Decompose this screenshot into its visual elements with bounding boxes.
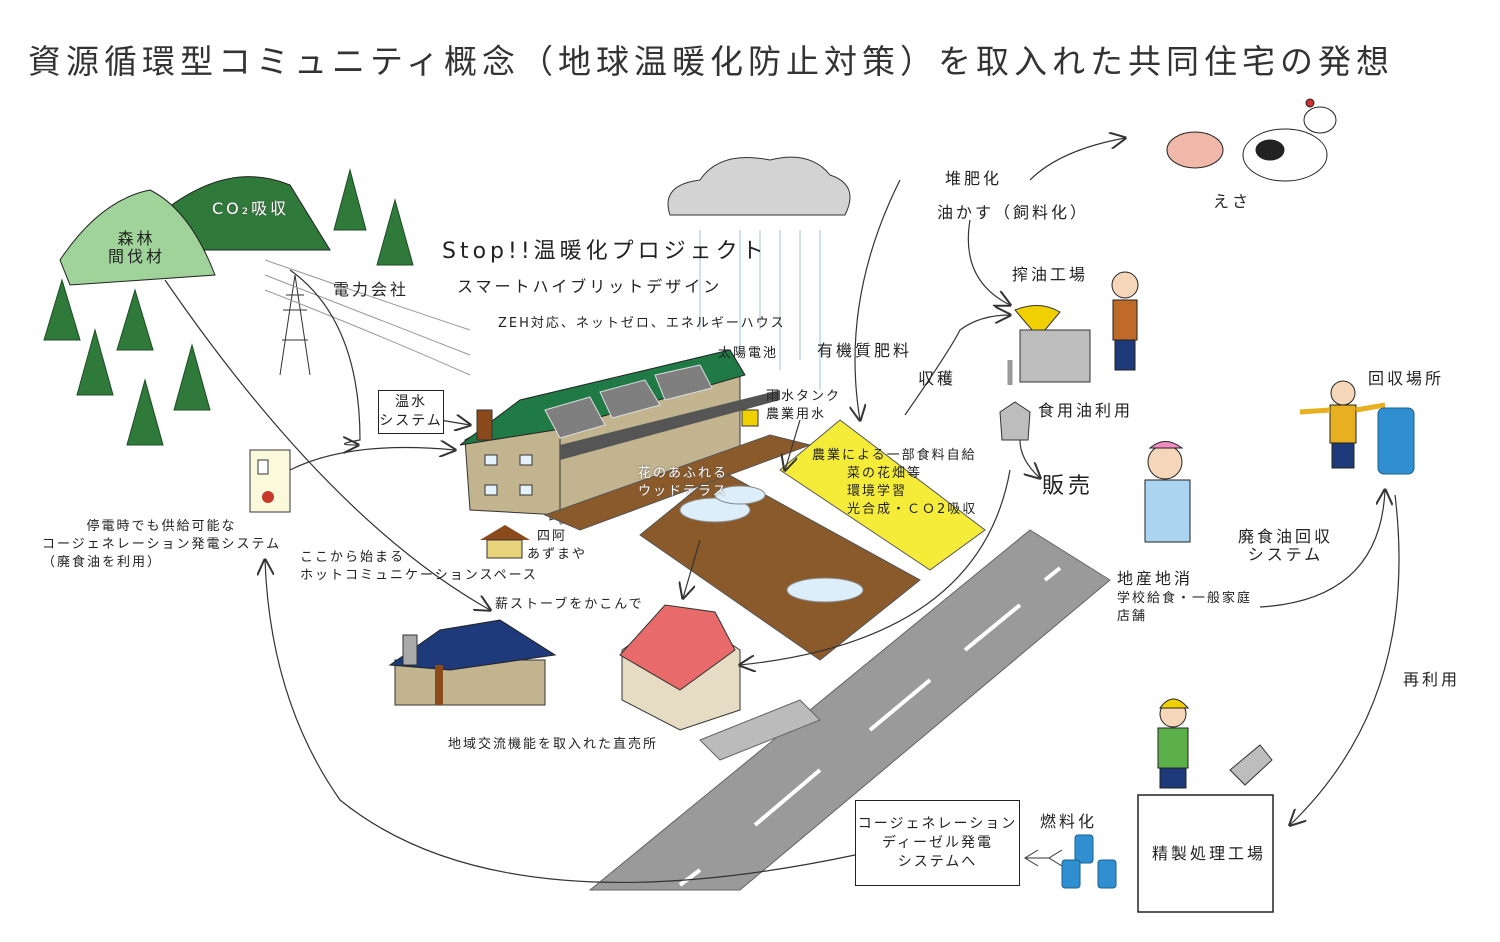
label-direct-store: 地域交流機能を取入れた直売所 <box>448 737 659 752</box>
label-fuelization: 燃料化 <box>1040 812 1098 831</box>
label-forest: 森林間伐材 <box>108 229 166 266</box>
label-field-notes: 菜の花畑等環境学習光合成・ＣＯ2吸収 <box>847 466 978 517</box>
label-community-space: ここから始まるホットコミュニケーションスペース <box>300 550 538 583</box>
gazebo <box>480 525 530 559</box>
mountain-light <box>59 189 216 286</box>
label-sales: 販売 <box>1042 474 1095 499</box>
refinery-box <box>1137 794 1274 913</box>
label-rain-tank: 雨水タンク農業用水 <box>766 389 842 422</box>
project-tagline: ZEH対応、ネットゼロ、エネルギーハウス <box>498 316 786 331</box>
label-cooking-oil-use: 食用油利用 <box>1038 401 1134 420</box>
people <box>1111 271 1386 789</box>
label-wood-terrace: 花のあふれるウッドテラス <box>638 466 729 499</box>
hot-water-system-box: 温水システム <box>378 390 444 434</box>
label-solar-cell: 太陽電池 <box>718 346 779 361</box>
label-harvest: 収穫 <box>918 369 957 388</box>
project-title: Stop!!温暖化プロジェクト <box>442 239 768 264</box>
label-reuse: 再利用 <box>1403 670 1461 689</box>
road <box>588 529 1111 891</box>
rapeseed-field <box>779 419 986 571</box>
label-collection-point: 回収場所 <box>1368 369 1445 388</box>
rain <box>699 230 821 390</box>
label-oil-mill: 搾油工場 <box>1012 265 1089 284</box>
greenhouses <box>679 485 864 603</box>
page-title: 資源循環型コミュニティ概念（地球温暖化防止対策）を取入れた共同住宅の発想 <box>28 42 1395 81</box>
apartment-building <box>459 349 812 531</box>
label-wood-stove: 薪ストーブをかこんで <box>495 597 644 612</box>
trees <box>43 168 414 446</box>
direct-store-building <box>619 604 741 731</box>
oil-press-machine <box>999 305 1091 441</box>
project-subtitle: スマートハイブリットデザイン <box>457 277 723 296</box>
mountain-dark <box>164 176 331 251</box>
power-pylon <box>264 259 471 376</box>
label-organic-fertilizer: 有機質肥料 <box>817 341 913 360</box>
label-oil-cake: 油かす（飼料化） <box>937 203 1090 222</box>
barrels <box>1061 407 1415 889</box>
label-local-consumption: 地産地消 <box>1117 569 1194 588</box>
rain-cloud <box>667 156 851 216</box>
label-compost: 堆肥化 <box>945 169 1003 188</box>
label-self-sufficiency: 農業による一部食料自給 <box>812 448 977 463</box>
label-refinery: 精製処理工場 <box>1152 844 1267 863</box>
label-feed: えさ <box>1213 192 1252 211</box>
cogeneration-panel <box>249 449 291 513</box>
label-cogeneration-note: 停電時でも供給可能なコージェネレーション発電システム（廃食油を利用） <box>42 519 282 570</box>
label-waste-oil-collection: 廃食油回収システム <box>1238 527 1334 564</box>
livestock <box>1166 98 1337 182</box>
label-co2-absorb: CO₂吸収 <box>212 199 290 218</box>
label-power-company: 電力会社 <box>333 280 410 299</box>
cogen-diesel-box: コージェネレーションディーゼル発電システムへ <box>855 800 1020 886</box>
label-consumers: 学校給食・一般家庭店舗 <box>1117 591 1253 624</box>
flow-arrows <box>164 138 1400 884</box>
house-wood-stove <box>388 619 557 706</box>
label-gazebo: 四阿あずまや <box>527 529 588 562</box>
